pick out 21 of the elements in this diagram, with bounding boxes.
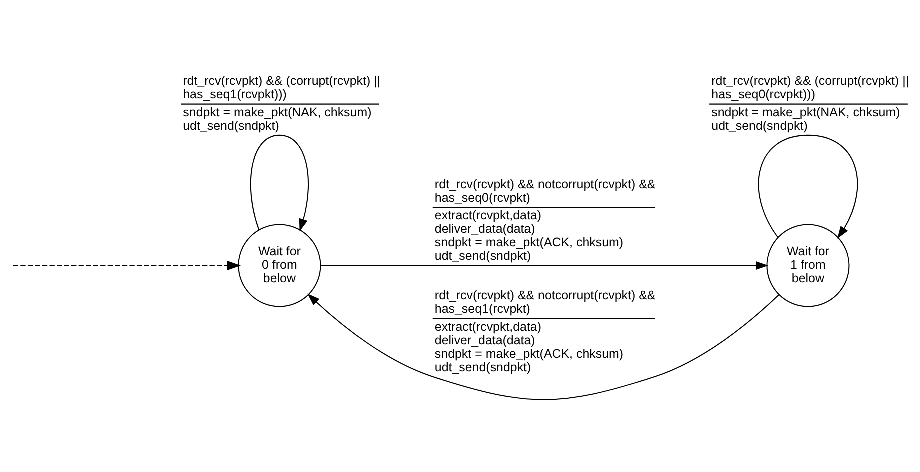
edge-label: deliver_data(data) (434, 222, 536, 236)
edge-label: sndpkt = make_pkt(ACK, chksum) (434, 235, 624, 250)
edge-label: udt_send(sndpkt) (434, 360, 532, 374)
arrow (250, 134, 309, 232)
edge-label: rdt_rcv(rcvpkt) && (corrupt(rcvpkt) || has_seq1(rcvpkt))) (183, 74, 381, 102)
edge-label: udt_send(sndpkt) (434, 248, 532, 263)
arrow (320, 260, 768, 270)
edge-label: sndpkt = make_pkt(NAK, chksum) (183, 104, 372, 119)
edge-label: sndpkt = make_pkt(NAK, chksum) (712, 104, 900, 119)
edge-label: rdt_rcv(rcvpkt) && notcorrupt(rcvpkt) && has_seq0(rcvpkt) (434, 177, 656, 205)
edge-label: deliver_data(data) (434, 332, 536, 347)
arrow (308, 293, 780, 400)
edge-label: udt_send(sndpkt) (183, 118, 280, 132)
edge-label: sndpkt = make_pkt(ACK, chksum) (434, 346, 624, 360)
arrow (758, 134, 858, 238)
edge-label: rdt_rcv(rcvpkt) && (corrupt(rcvpkt) || has_seq0(rcvpkt))) (712, 74, 910, 102)
edge-label: rdt_rcv(rcvpkt) && notcorrupt(rcvpkt) && has_seq1(rcvpkt) (434, 288, 656, 316)
edge-label: extract(rcvpkt,data) (434, 319, 542, 334)
edge-label: extract(rcvpkt,data) (434, 208, 542, 222)
arrow (13, 260, 242, 270)
edge-label: udt_send(sndpkt) (712, 118, 808, 132)
